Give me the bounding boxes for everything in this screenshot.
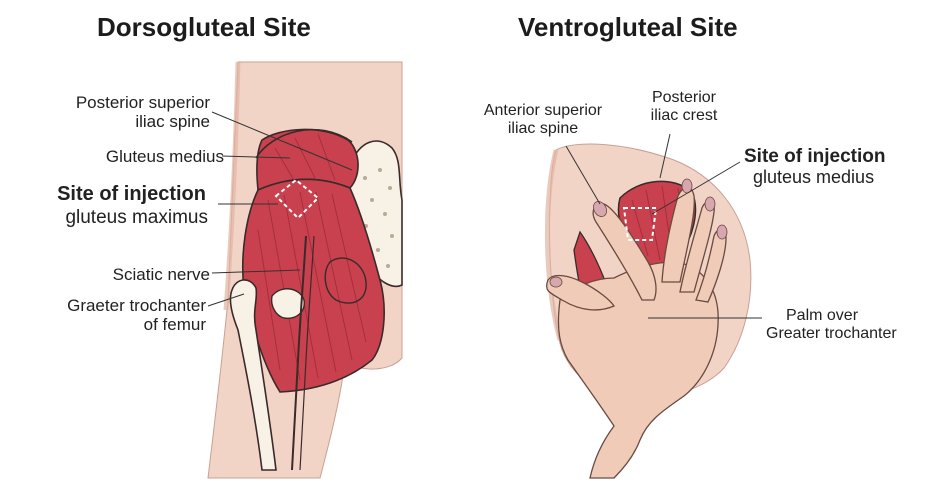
label-sciatic-nerve: Sciatic nerve xyxy=(113,265,210,284)
label-trochanter-line2: of femur xyxy=(67,315,206,334)
ventrogluteal-panel: Ventrogluteal Site Anterior superior ili… xyxy=(464,0,928,482)
label-gluteus-medius: Gluteus medius xyxy=(106,147,224,166)
dorsogluteal-panel: Dorsogluteal Site Posterior superior ili… xyxy=(0,0,464,482)
label-dorso-injection-title: Site of injection xyxy=(57,183,206,205)
label-crest: Posterior iliac crest xyxy=(634,89,734,125)
label-psis-line2: iliac spine xyxy=(76,112,210,131)
label-crest-line2: iliac crest xyxy=(634,107,734,125)
label-ventro-injection-muscle: gluteus medius xyxy=(753,168,874,187)
dorsogluteal-title: Dorsogluteal Site xyxy=(97,12,311,43)
label-dorso-injection-muscle: gluteus maximus xyxy=(65,207,208,228)
label-asis-line2: iliac spine xyxy=(456,120,630,138)
label-ventro-injection-title: Site of injection xyxy=(744,146,885,168)
label-palm: Palm over Greater trochanter xyxy=(766,307,897,343)
label-palm-line2: Greater trochanter xyxy=(766,325,897,343)
dorsogluteal-illustration xyxy=(0,0,464,482)
label-palm-line1: Palm over xyxy=(766,307,897,325)
label-psis: Posterior superior iliac spine xyxy=(76,93,210,131)
label-asis-line1: Anterior superior xyxy=(456,102,630,120)
label-psis-line1: Posterior superior xyxy=(76,93,210,112)
label-crest-line1: Posterior xyxy=(634,89,734,107)
ventrogluteal-title: Ventrogluteal Site xyxy=(518,12,738,43)
ventrogluteal-illustration xyxy=(464,0,928,482)
label-trochanter: Graeter trochanter of femur xyxy=(67,296,206,334)
label-trochanter-line1: Graeter trochanter xyxy=(67,296,206,315)
label-asis: Anterior superior iliac spine xyxy=(456,102,630,138)
